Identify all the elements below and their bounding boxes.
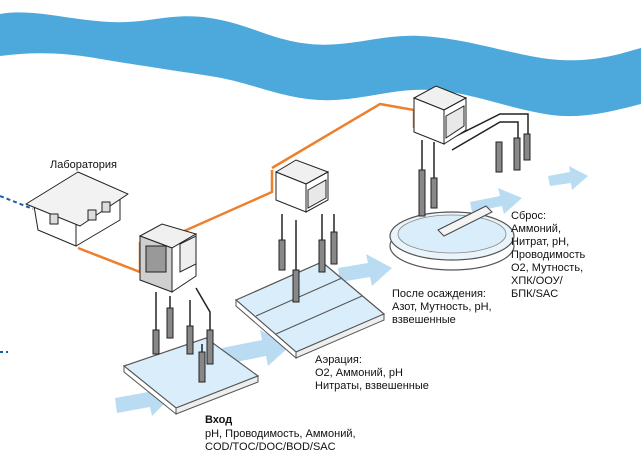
aeration-controller: [274, 159, 330, 213]
flow-arrows: [115, 166, 588, 416]
controller-links: [77, 102, 416, 274]
river: [0, 12, 641, 117]
link-controller-to-aeration: [145, 170, 274, 250]
laboratory-label: Лаборатория: [50, 159, 117, 171]
inlet-tank: [122, 337, 260, 416]
settling-label: После осаждения: Азот, Мутность, pH, взв…: [392, 288, 492, 326]
inlet-sensors: [152, 287, 214, 383]
discharge-controller: [412, 85, 468, 145]
clarifier-tank: [389, 205, 515, 271]
discharge-label: Сброс: Аммоний, Нитрат, pH, Проводимость…: [511, 210, 586, 300]
flow-arrow-aeration: [222, 330, 290, 366]
main-controller: [138, 223, 198, 293]
flow-arrow-outlet: [548, 166, 588, 190]
aeration-label: Аэрация: O2, Аммоний, pH Нитраты, взвеше…: [315, 354, 429, 392]
discharge-sensors: [418, 113, 531, 217]
inlet-parameters: pH, Проводимость, Аммоний, COD/TOC/DOC/B…: [205, 428, 356, 453]
aeration-tank: [234, 261, 386, 360]
inlet-title: Вход: [205, 414, 233, 426]
aeration-sensors: [278, 214, 338, 303]
link-lab-to-controller: [77, 242, 142, 274]
link-aeration-to-discharge: [271, 102, 416, 170]
laboratory-building: [25, 171, 129, 247]
flow-arrow-settling: [338, 254, 392, 286]
network-link-line: [0, 195, 34, 210]
